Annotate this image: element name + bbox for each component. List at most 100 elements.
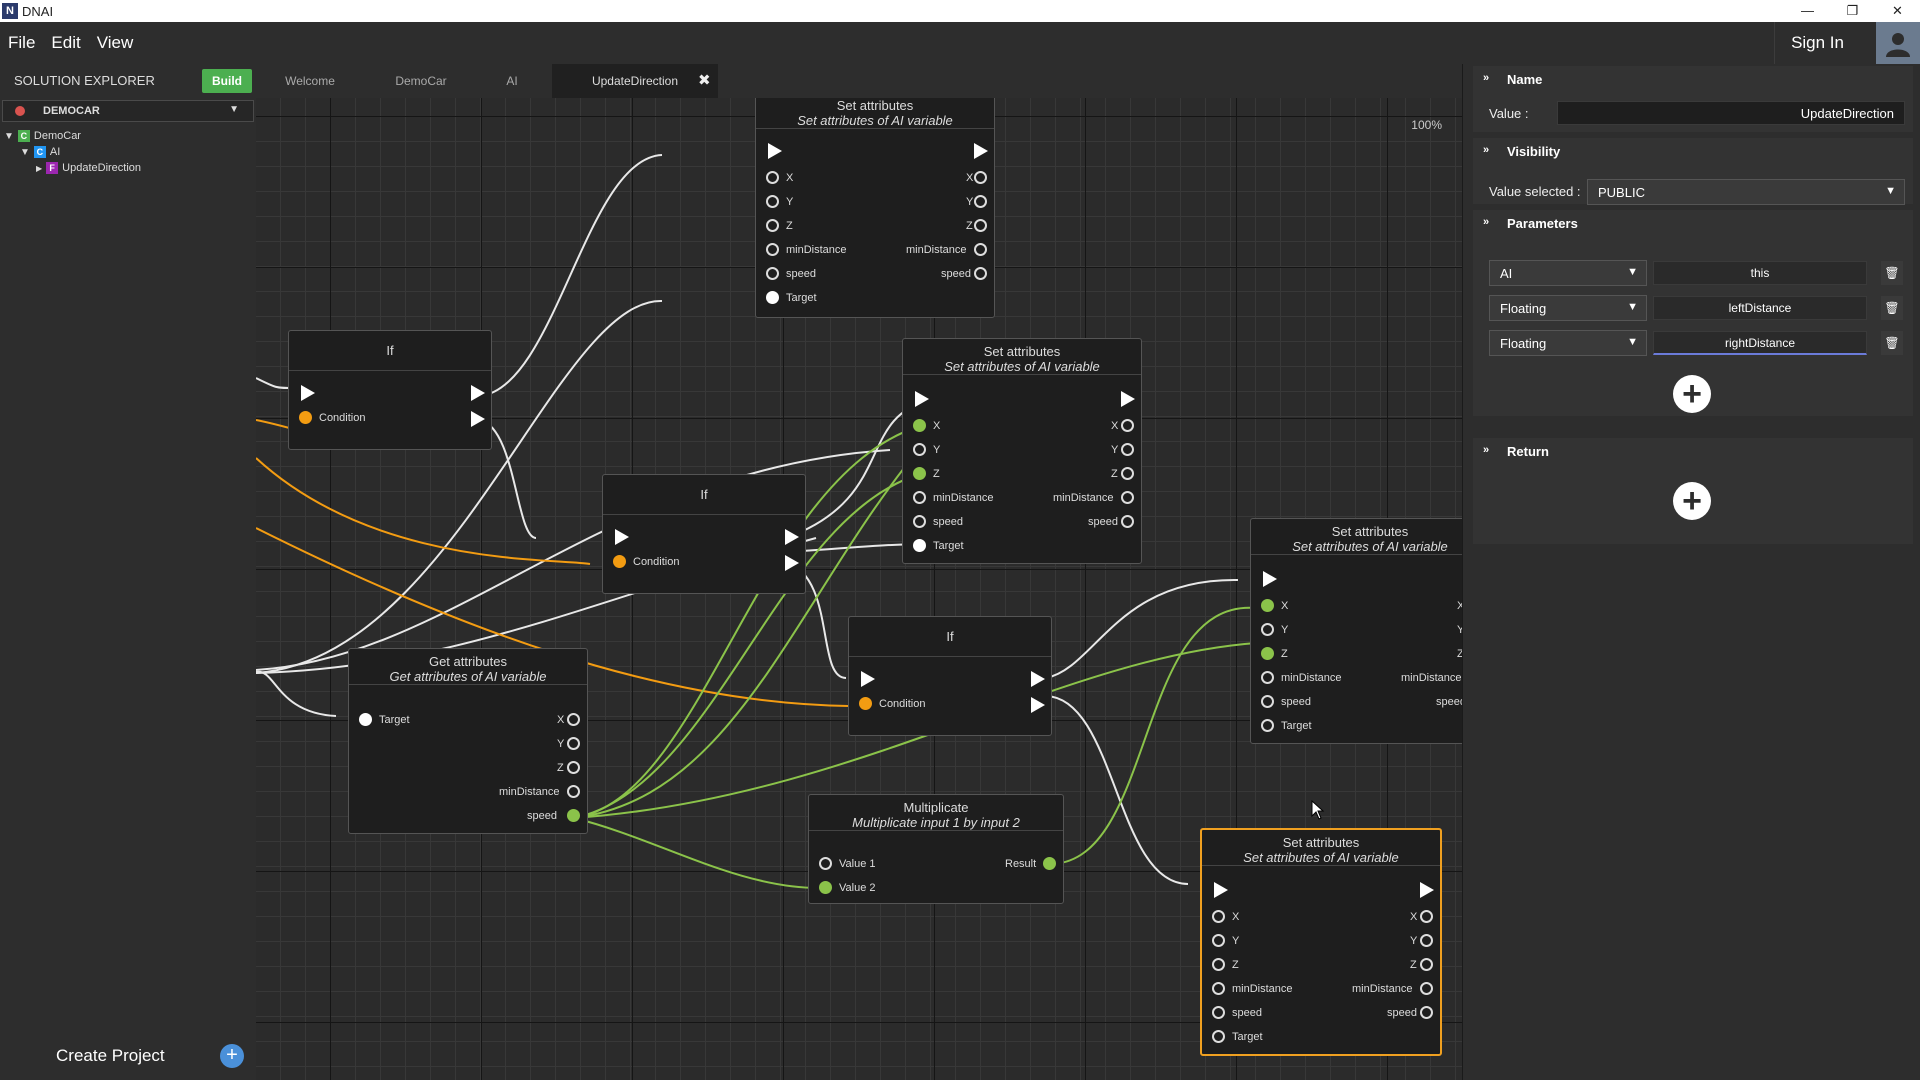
pin-target-in[interactable] xyxy=(766,291,779,304)
exec-in-pin[interactable] xyxy=(861,671,875,687)
exec-in-pin[interactable] xyxy=(301,385,315,401)
node-graph-canvas[interactable]: 100% Set attrib xyxy=(256,98,1462,1080)
pin-z-out[interactable] xyxy=(1121,467,1134,480)
tree-item-updatedirection[interactable]: ▶ F UpdateDirection xyxy=(36,162,141,174)
exec-out-true-pin[interactable] xyxy=(471,385,485,401)
menu-file[interactable]: File xyxy=(8,33,36,52)
close-tab-icon[interactable]: ✖ xyxy=(698,72,711,89)
exec-out-true-pin[interactable] xyxy=(1031,671,1045,687)
param-type-select[interactable]: AI ▼ xyxy=(1489,260,1647,286)
pin-y-in[interactable] xyxy=(766,195,779,208)
trash-icon[interactable]: 🗑 xyxy=(1881,331,1903,355)
exec-in-pin[interactable] xyxy=(1214,882,1228,898)
pin-y-out[interactable] xyxy=(567,737,580,750)
pin-target-in[interactable] xyxy=(1261,719,1274,732)
pin-x-out[interactable] xyxy=(567,713,580,726)
build-button[interactable]: Build xyxy=(202,69,252,93)
visibility-select[interactable]: PUBLIC ▼ xyxy=(1587,179,1905,205)
pin-condition[interactable] xyxy=(859,697,872,710)
create-project-button[interactable]: Create Project xyxy=(56,1046,165,1065)
expand-icon[interactable]: ▶ xyxy=(36,163,43,173)
pin-mindistance-out[interactable] xyxy=(567,785,580,798)
add-project-icon[interactable]: + xyxy=(220,1044,244,1068)
tab-ai[interactable]: AI xyxy=(506,74,518,88)
section-return-header[interactable]: » Return xyxy=(1473,438,1913,464)
pin-value2-in[interactable] xyxy=(819,881,832,894)
pin-z-out[interactable] xyxy=(1420,958,1433,971)
pin-z-in[interactable] xyxy=(913,467,926,480)
exec-out-pin[interactable] xyxy=(1121,391,1135,407)
pin-speed-out[interactable] xyxy=(974,267,987,280)
exec-out-false-pin[interactable] xyxy=(471,411,485,427)
node-set-attributes[interactable]: Set attributes Set attributes of AI vari… xyxy=(902,338,1142,564)
pin-target-in[interactable] xyxy=(359,713,372,726)
pin-mindistance-in[interactable] xyxy=(766,243,779,256)
pin-condition[interactable] xyxy=(613,555,626,568)
minimize-icon[interactable]: — xyxy=(1801,3,1814,18)
pin-speed-in[interactable] xyxy=(766,267,779,280)
exec-out-false-pin[interactable] xyxy=(785,555,799,571)
close-window-icon[interactable]: ✕ xyxy=(1892,3,1903,18)
node-set-attributes[interactable]: Set attributes Set attributes of AI vari… xyxy=(755,98,995,318)
pin-speed-out[interactable] xyxy=(1420,1006,1433,1019)
pin-speed-in[interactable] xyxy=(1261,695,1274,708)
tree-item-ai[interactable]: ▼ C AI xyxy=(20,146,60,158)
exec-in-pin[interactable] xyxy=(1263,571,1277,587)
section-name-header[interactable]: » Name xyxy=(1473,66,1913,92)
exec-out-false-pin[interactable] xyxy=(1031,697,1045,713)
node-if[interactable]: If Condition xyxy=(288,330,492,450)
exec-in-pin[interactable] xyxy=(915,391,929,407)
pin-y-out[interactable] xyxy=(974,195,987,208)
trash-icon[interactable]: 🗑 xyxy=(1881,296,1903,320)
pin-x-in[interactable] xyxy=(913,419,926,432)
pin-z-out[interactable] xyxy=(974,219,987,232)
pin-z-in[interactable] xyxy=(766,219,779,232)
param-type-select[interactable]: Floating ▼ xyxy=(1489,295,1647,321)
pin-result-out[interactable] xyxy=(1043,857,1056,870)
trash-icon[interactable]: 🗑 xyxy=(1881,261,1903,285)
pin-x-in[interactable] xyxy=(1261,599,1274,612)
pin-value1-in[interactable] xyxy=(819,857,832,870)
tab-democar[interactable]: DemoCar xyxy=(395,74,447,88)
pin-target-in[interactable] xyxy=(913,539,926,552)
sign-in-button[interactable]: Sign In xyxy=(1774,22,1860,64)
pin-condition[interactable] xyxy=(299,411,312,424)
tree-item-democar[interactable]: ▼ C DemoCar xyxy=(4,130,81,142)
section-parameters-header[interactable]: » Parameters xyxy=(1473,210,1913,236)
exec-out-pin[interactable] xyxy=(1420,882,1434,898)
tab-welcome[interactable]: Welcome xyxy=(285,74,335,88)
pin-mindistance-out[interactable] xyxy=(1121,491,1134,504)
pin-speed-in[interactable] xyxy=(1212,1006,1225,1019)
section-visibility-header[interactable]: » Visibility xyxy=(1473,138,1913,164)
param-name-input[interactable]: this xyxy=(1653,261,1867,285)
tab-updatedirection[interactable]: UpdateDirection xyxy=(552,64,718,98)
node-if[interactable]: If Condition xyxy=(848,616,1052,736)
exec-in-pin[interactable] xyxy=(768,143,782,159)
node-set-attributes-selected[interactable]: Set attributes Set attributes of AI vari… xyxy=(1200,828,1442,1056)
pin-y-out[interactable] xyxy=(1420,934,1433,947)
pin-y-out[interactable] xyxy=(1121,443,1134,456)
node-multiplicate[interactable]: Multiplicate Multiplicate input 1 by inp… xyxy=(808,794,1064,904)
node-if[interactable]: If Condition xyxy=(602,474,806,594)
add-parameter-icon[interactable]: + xyxy=(1673,375,1711,413)
pin-mindistance-in[interactable] xyxy=(1261,671,1274,684)
pin-x-out[interactable] xyxy=(1121,419,1134,432)
pin-x-out[interactable] xyxy=(974,171,987,184)
param-name-input-focused[interactable]: rightDistance xyxy=(1653,331,1867,355)
menu-edit[interactable]: Edit xyxy=(51,33,81,52)
exec-out-pin[interactable] xyxy=(974,143,988,159)
pin-speed-out[interactable] xyxy=(567,809,580,822)
exec-in-pin[interactable] xyxy=(615,529,629,545)
exec-out-true-pin[interactable] xyxy=(785,529,799,545)
param-type-select[interactable]: Floating ▼ xyxy=(1489,330,1647,356)
param-name-input[interactable]: leftDistance xyxy=(1653,296,1867,320)
node-get-attributes[interactable]: Get attributes Get attributes of AI vari… xyxy=(348,648,588,834)
pin-z-in[interactable] xyxy=(1212,958,1225,971)
pin-y-in[interactable] xyxy=(1261,623,1274,636)
project-selector[interactable]: DEMOCAR ▼ xyxy=(2,100,254,122)
expand-icon[interactable]: ▼ xyxy=(20,146,30,158)
pin-mindistance-out[interactable] xyxy=(974,243,987,256)
add-return-icon[interactable]: + xyxy=(1673,482,1711,520)
expand-icon[interactable]: ▼ xyxy=(4,130,14,142)
pin-y-in[interactable] xyxy=(1212,934,1225,947)
